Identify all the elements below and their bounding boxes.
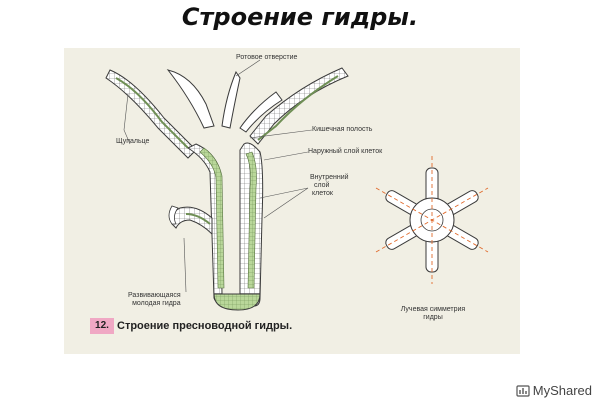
label-inner-layer-line-1: Внутренний <box>310 174 349 181</box>
label-radial-symmetry: Лучевая симметрия гидры <box>390 306 476 322</box>
bud-tip <box>168 205 179 225</box>
label-bud-line-1: Развивающаяся <box>128 292 181 299</box>
label-inner-layer-line-2: слой <box>314 182 330 189</box>
figure-caption: Строение пресноводной гидры. <box>117 320 293 332</box>
symmetry-axes <box>375 156 489 284</box>
slide-title: Строение гидры. <box>181 3 419 31</box>
myshared-watermark[interactable]: MyShared <box>516 383 592 399</box>
label-radial-symmetry-line-2: гидры <box>423 314 443 321</box>
label-radial-symmetry-line-1: Лучевая симметрия <box>400 306 466 313</box>
label-bud: Развивающаяся молодая гидра <box>128 292 181 308</box>
radial-symmetry-diagram <box>375 156 489 284</box>
label-outer-layer: Наружный слой клеток <box>308 148 383 155</box>
body-wall-inner <box>199 147 225 289</box>
right-tentacle <box>249 67 349 145</box>
label-bud-line-2: молодая гидра <box>132 300 181 307</box>
label-tentacle: Щупальце <box>116 138 150 145</box>
inner-tentacle-mid <box>221 70 241 129</box>
leader-lines <box>123 59 313 293</box>
inner-tentacle-left <box>166 69 215 129</box>
label-gut-cavity: Кишечная полость <box>312 126 373 133</box>
hydra-foot <box>213 293 261 311</box>
inner-tentacle-right <box>239 91 283 133</box>
hydra-body <box>105 67 349 311</box>
myshared-logo-icon <box>516 385 530 397</box>
hydra-diagram <box>105 59 489 311</box>
label-inner-layer-line-3: клеток <box>312 190 333 197</box>
caption-number-badge: 12. <box>90 318 114 334</box>
bud-young-hydra <box>170 206 213 236</box>
label-mouth: Ротовое отверстие <box>236 54 298 61</box>
hydra-figure: Ротовое отверстие Щупальце Кишечная поло… <box>64 48 520 354</box>
label-inner-layer: Внутренний слой клеток <box>310 174 349 198</box>
left-tentacle <box>105 69 197 159</box>
myshared-logo-text: MyShared <box>532 383 592 398</box>
